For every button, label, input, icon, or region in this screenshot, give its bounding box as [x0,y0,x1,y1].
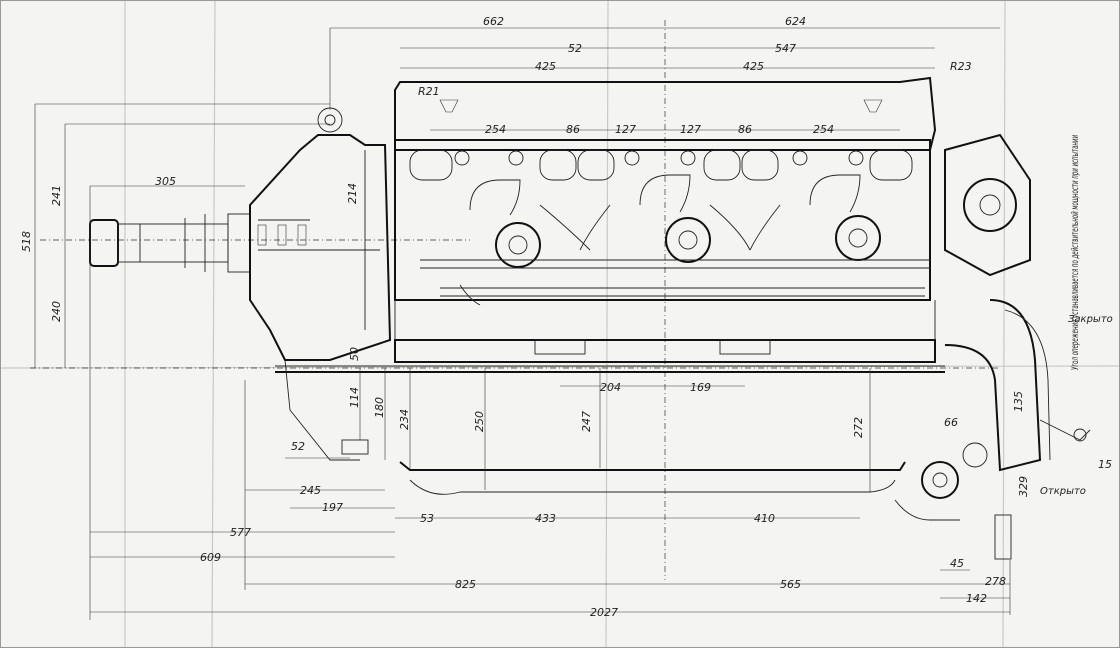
dim-180: 180 [373,397,386,418]
dim-15: 15 [1098,458,1112,471]
dim-197: 197 [322,501,343,514]
corner-r21: R21 [418,85,440,98]
dim-272: 272 [852,417,865,438]
dim-204: 204 [600,381,621,394]
dim-254-left: 254 [485,123,506,136]
dimension-lines [34,27,1011,620]
dim-278: 278 [985,575,1006,588]
dim-214: 214 [346,183,359,204]
dim-127-right: 127 [680,123,701,136]
dim-565: 565 [780,578,801,591]
dim-52-bottom: 52 [291,440,305,453]
dim-577: 577 [230,526,251,539]
dim-234: 234 [398,409,411,430]
dim-169: 169 [690,381,711,394]
dim-45: 45 [950,557,964,570]
dim-825: 825 [455,578,476,591]
propeller-shaft [89,213,251,273]
dim-2027: 2027 [590,606,618,619]
dim-245: 245 [300,484,321,497]
open-label: Открыто [1040,486,1086,497]
dim-53: 53 [420,512,434,525]
rear-accessories [894,133,1091,560]
oil-sump [284,339,906,495]
dim-247: 247 [580,411,593,432]
corner-r23: R23 [950,60,972,73]
magnetos [469,174,881,268]
dim-329: 329 [1017,476,1030,497]
notes: Угол опережения устанавливается по дейст… [1040,135,1113,497]
dim-609: 609 [200,551,221,564]
dim-52-top: 52 [568,42,582,55]
center-lines [30,20,1000,580]
dim-624: 624 [785,15,806,28]
dim-50: 50 [348,347,361,361]
angle-note: Угол опережения устанавливается по дейст… [1070,135,1081,370]
dim-86-left: 86 [566,123,580,136]
dim-114: 114 [348,387,361,408]
dim-127-left: 127 [615,123,636,136]
dim-240: 240 [50,301,63,322]
dim-547: 547 [775,42,796,55]
closed-label: Закрыто [1068,314,1113,325]
dim-305: 305 [155,175,176,188]
dim-66: 66 [944,416,958,429]
dim-254-right: 254 [813,123,834,136]
dim-142: 142 [966,592,987,605]
dim-662: 662 [483,15,504,28]
dim-518: 518 [20,231,33,252]
dim-241: 241 [50,185,63,206]
gear-housing [249,107,392,361]
dim-425-right: 425 [743,60,764,73]
dim-250: 250 [473,411,486,432]
dim-410: 410 [754,512,775,525]
dim-86-right: 86 [738,123,752,136]
dim-433: 433 [535,512,556,525]
dim-135: 135 [1012,391,1025,412]
dim-425-left: 425 [535,60,556,73]
dimension-texts: 662 624 52 547 425 425 R21 R23 254 86 12… [20,15,1112,619]
port-covers [409,99,913,181]
pipes [420,204,930,306]
engine-block [275,76,945,373]
